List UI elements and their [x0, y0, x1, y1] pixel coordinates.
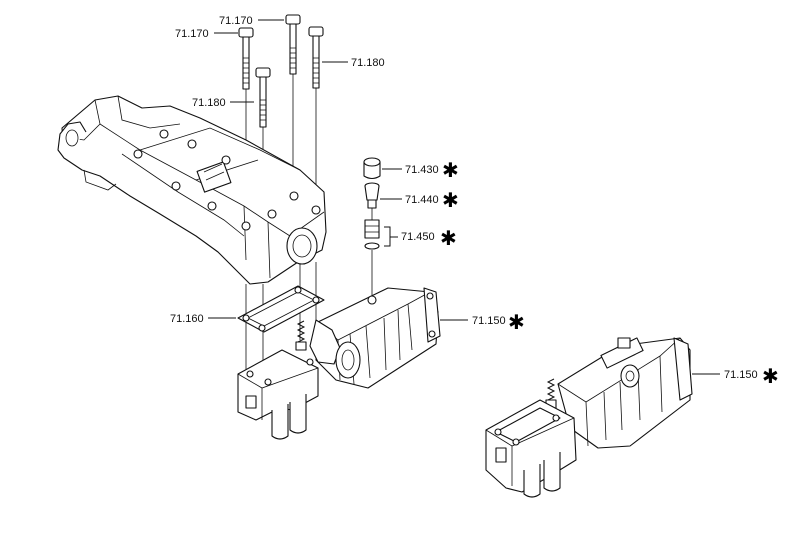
bolt-71-170-right [285, 14, 301, 75]
callout-71-440: 71.440 [405, 194, 439, 206]
callout-71-160: 71.160 [170, 313, 204, 325]
callout-71-450: 71.450 [401, 231, 435, 243]
cap-71-430 [363, 157, 381, 180]
bolt-71-180-left [255, 67, 271, 128]
star-71-150-center: ✱ [508, 310, 525, 334]
leader-lines [208, 19, 720, 375]
callout-71-180-right: 71.180 [351, 57, 385, 69]
gearbox-cover-housing [57, 95, 327, 285]
star-71-450: ✱ [440, 226, 457, 250]
valve-insert-71-440 [364, 182, 380, 209]
star-71-150-right: ✱ [762, 364, 779, 388]
callout-71-430: 71.430 [405, 164, 439, 176]
bolt-71-180-right [308, 26, 324, 89]
valve-body-assembly-installed [485, 337, 693, 498]
callout-71-170-top: 71.170 [219, 15, 253, 27]
star-71-440: ✱ [442, 188, 459, 212]
callout-71-150-right: 71.150 [724, 369, 758, 381]
valve-body-assembly-exploded [237, 287, 441, 440]
fitting-71-450 [364, 219, 380, 250]
gasket-71-160 [237, 285, 325, 333]
star-71-430: ✱ [442, 158, 459, 182]
bolt-71-170-left [238, 27, 254, 90]
callout-71-150-center: 71.150 [472, 315, 506, 327]
callout-71-170-left: 71.170 [175, 28, 209, 40]
callout-71-180-left: 71.180 [192, 97, 226, 109]
part-callouts: 71.170 71.170 71.180 71.180 71.430 ✱ 71.… [170, 15, 779, 388]
